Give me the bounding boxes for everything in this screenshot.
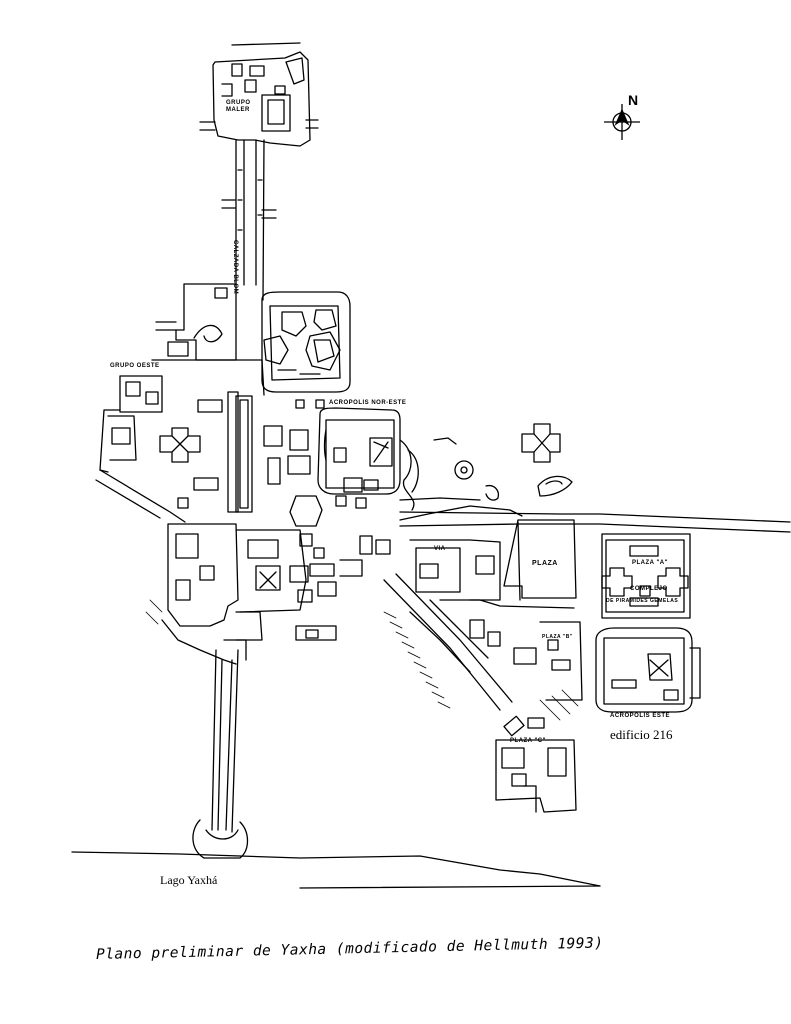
label-via: VIA [434, 546, 446, 552]
label-plaza-a: PLAZA "A" [632, 560, 668, 566]
acropolis-nor-este [317, 407, 401, 495]
label-plaza: PLAZA [532, 560, 558, 567]
label-lago-yaxha: Lago Yaxhá [160, 873, 218, 887]
calzada-blom-outline [221, 139, 277, 301]
round-structure [454, 460, 474, 480]
central-group [287, 399, 391, 559]
pyramid-northeast [521, 423, 561, 463]
pyramid-f [159, 427, 201, 463]
acropolis-este [595, 627, 701, 713]
via-and-south [409, 539, 575, 609]
label-de-piramides-gemelas: DE PIRAMIDES GEMELAS [606, 598, 679, 604]
north-label: N [628, 92, 639, 108]
building-blocks-west [177, 391, 283, 513]
label-grupo-oeste: GRUPO OESTE [110, 363, 160, 369]
west-region-outline [95, 359, 265, 523]
label-plaza-b: PLAZA "B" [542, 634, 573, 640]
acropolis-north-enclosure [261, 291, 351, 393]
ravine-lines [399, 437, 573, 521]
east-causeway [399, 511, 791, 533]
south-road [161, 619, 249, 859]
west-plaza-outline [155, 283, 237, 361]
north-arrow-icon [604, 104, 640, 140]
plaza-b [513, 621, 583, 701]
label-calzada-blom: CALZADA BLOM [232, 240, 238, 295]
label-plaza-c: PLAZA "C" [510, 738, 546, 744]
central-core [167, 523, 363, 641]
grupo-maler-outline [199, 42, 319, 147]
plaza-c [495, 739, 577, 813]
label-edificio-216: edificio 216 [610, 727, 673, 742]
lake-shore [71, 851, 601, 889]
label-acropolis-este: ACROPOLIS ESTE [610, 713, 671, 719]
southeast-diagonal [383, 573, 545, 737]
label-grupo-maler: GRUPO MALER [226, 100, 251, 113]
plaza-a-complex [601, 533, 691, 619]
label-complejo: COMPLEJO [630, 586, 668, 592]
plaza-east [503, 519, 577, 601]
hatched-slopes [145, 599, 579, 721]
label-acropolis-nor-este: ACROPOLIS NOR-ESTE [329, 400, 407, 406]
